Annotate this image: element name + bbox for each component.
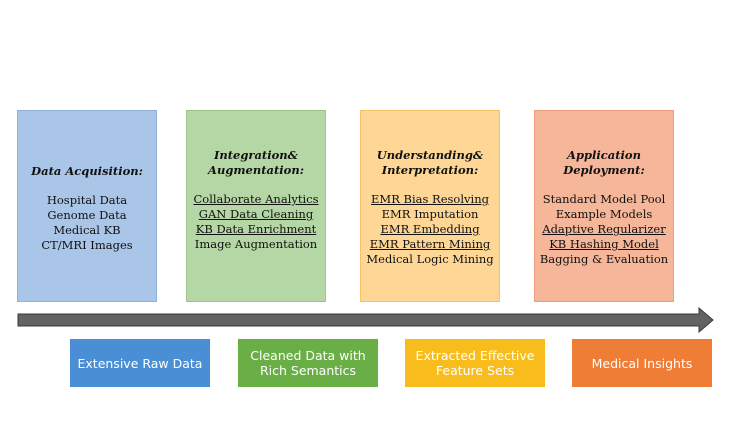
stage-item: EMR Embedding bbox=[380, 222, 480, 236]
stage-item: EMR Bias Resolving bbox=[371, 192, 489, 206]
stage-item: Medical Logic Mining bbox=[366, 252, 494, 266]
stage-item: Adaptive Regularizer bbox=[542, 222, 666, 236]
stage-item: Image Augmentation bbox=[194, 237, 318, 251]
stage-item-list: Collaborate Analytics GAN Data Cleaning … bbox=[187, 192, 325, 252]
stage-box-understanding-interpretation: Understanding& Interpretation: EMR Bias … bbox=[360, 110, 500, 302]
stage-item-list: EMR Bias Resolving EMR Imputation EMR Em… bbox=[361, 192, 499, 267]
stage-item-list: Hospital Data Genome Data Medical KB CT/… bbox=[18, 193, 156, 253]
stage-item: Collaborate Analytics bbox=[193, 192, 319, 206]
outcome-extracted-features: Extracted Effective Feature Sets bbox=[405, 339, 545, 387]
stage-title: Integration& Augmentation: bbox=[208, 148, 304, 177]
stage-box-data-acquisition: Data Acquisition: Hospital Data Genome D… bbox=[17, 110, 157, 302]
stage-item: KB Hashing Model bbox=[549, 237, 659, 251]
outcome-cleaned-data: Cleaned Data with Rich Semantics bbox=[238, 339, 378, 387]
stage-item: EMR Pattern Mining bbox=[369, 237, 491, 251]
pipeline-arrow bbox=[17, 307, 714, 334]
stage-item-list: Standard Model Pool Example Models Adapt… bbox=[535, 192, 673, 267]
stage-item: Hospital Data bbox=[46, 193, 128, 207]
stage-box-integration-augmentation: Integration& Augmentation: Collaborate A… bbox=[186, 110, 326, 302]
stage-title: Data Acquisition: bbox=[31, 163, 143, 178]
pipeline-arrow-shape bbox=[17, 307, 714, 334]
outcome-medical-insights: Medical Insights bbox=[572, 339, 712, 387]
stage-item: Example Models bbox=[555, 207, 653, 221]
stage-title: Application Deployment: bbox=[563, 148, 645, 177]
stage-item: Standard Model Pool bbox=[542, 192, 666, 206]
stage-item: EMR Imputation bbox=[381, 207, 479, 221]
stage-item: GAN Data Cleaning bbox=[198, 207, 314, 221]
outcome-extensive-raw-data: Extensive Raw Data bbox=[70, 339, 210, 387]
stage-box-application-deployment: Application Deployment: Standard Model P… bbox=[534, 110, 674, 302]
stage-item: Genome Data bbox=[47, 208, 127, 222]
stage-title: Understanding& Interpretation: bbox=[376, 148, 484, 177]
stage-item: Bagging & Evaluation bbox=[539, 252, 669, 266]
stage-item: CT/MRI Images bbox=[41, 238, 133, 252]
stage-item: Medical KB bbox=[53, 223, 121, 237]
stage-item: KB Data Enrichment bbox=[195, 222, 317, 236]
